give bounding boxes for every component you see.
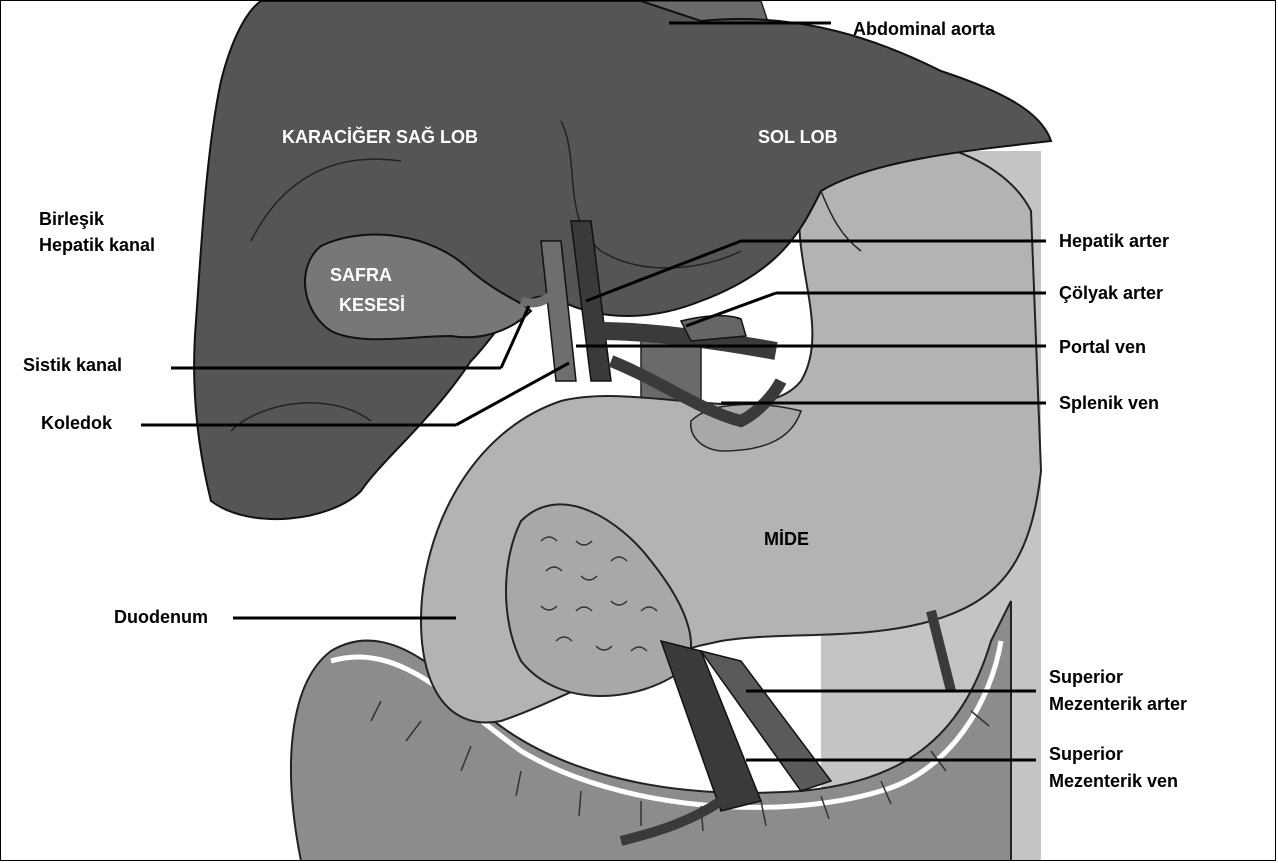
label-colyak-arter: Çölyak arter xyxy=(1059,281,1163,305)
label-sol-lob: SOL LOB xyxy=(758,125,838,149)
label-duodenum: Duodenum xyxy=(114,605,208,629)
label-sistik-kanal: Sistik kanal xyxy=(23,353,122,377)
label-sup-mez-arter-2: Mezenterik arter xyxy=(1049,692,1187,716)
label-portal-ven: Portal ven xyxy=(1059,335,1146,359)
label-hepatik-kanal: Hepatik kanal xyxy=(39,233,155,257)
label-hepatik-arter: Hepatik arter xyxy=(1059,229,1169,253)
label-mide: MİDE xyxy=(764,527,809,551)
label-abdominal-aorta: Abdominal aorta xyxy=(853,17,995,41)
label-safra: SAFRA xyxy=(330,263,392,287)
label-sup-mez-ven-2: Mezenterik ven xyxy=(1049,769,1178,793)
label-birlesik: Birleşik xyxy=(39,207,104,231)
label-karaciger-sag-lob: KARACİĞER SAĞ LOB xyxy=(282,125,478,149)
label-koledok: Koledok xyxy=(41,411,112,435)
label-sup-mez-arter-1: Superior xyxy=(1049,665,1123,689)
label-sup-mez-ven-1: Superior xyxy=(1049,742,1123,766)
label-splenik-ven: Splenik ven xyxy=(1059,391,1159,415)
label-kesesi: KESESİ xyxy=(339,293,405,317)
celiac-artery xyxy=(681,316,746,341)
